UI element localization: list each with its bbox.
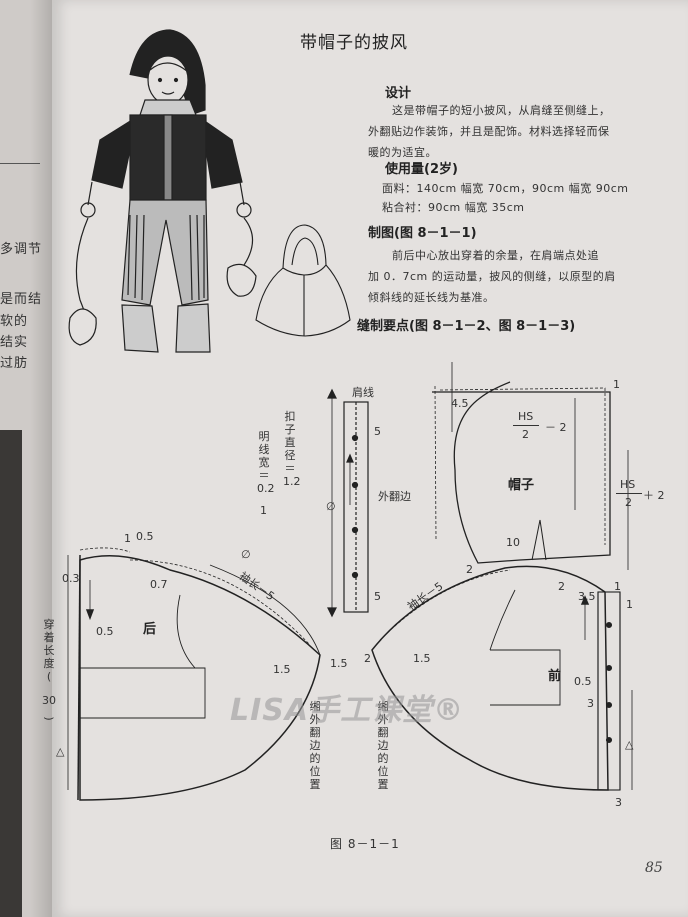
design-heading: 设计 xyxy=(385,86,412,101)
length-value: 30 xyxy=(42,694,56,707)
dim-1-5-right: 1.5 xyxy=(413,652,431,665)
stitch-width-label: 明线宽＝0.2 xyxy=(257,430,275,495)
label-5b: 5 xyxy=(374,590,381,603)
left-page-line: 结实 xyxy=(0,335,29,350)
dim-10: 10 xyxy=(506,536,520,549)
triangle-mark-2: △ xyxy=(625,738,634,751)
dim-4-5: 4.5 xyxy=(451,397,469,410)
shoulder-line-label: 肩线 xyxy=(352,386,374,399)
cape-illustration xyxy=(255,224,351,337)
dim-0-7: 0.7 xyxy=(150,578,168,591)
dim-1-top: 1 xyxy=(613,378,620,391)
watermark: LISA手工课堂® xyxy=(230,693,465,728)
hood-pattern xyxy=(432,362,629,570)
usage-heading: 使用量(2岁) xyxy=(385,162,458,177)
dim-1-5-mid: 1.5 xyxy=(330,657,348,670)
dim-3-5: 3.5 xyxy=(578,590,596,603)
button-diameter-label: 扣子直径＝1.2 xyxy=(283,410,301,488)
left-page-line: 是而结 xyxy=(0,292,43,307)
dim-2-mid: 2 xyxy=(364,652,371,665)
left-page-line: 多调节 xyxy=(0,242,43,257)
design-line: 外翻贴边作装饰，并且是配饰。材料选择轻而保 xyxy=(368,125,610,138)
hs-top-fraction-bar xyxy=(513,425,539,426)
front-pattern xyxy=(371,565,633,791)
drafting-line: 倾斜线的延长线为基准。 xyxy=(368,291,495,304)
phi-symbol-2: ∅ xyxy=(241,548,251,561)
left-page-line: 过肪 xyxy=(0,356,29,371)
usage-interfacing: 粘合衬：90cm 幅宽 35cm xyxy=(382,201,525,214)
drafting-line: 前后中心放出穿着的余量，在肩端点处追 xyxy=(392,249,599,262)
dim-0-3: 0.3 xyxy=(62,572,80,585)
back-label: 后 xyxy=(143,622,157,637)
hs-top-denom: 2 xyxy=(522,428,529,441)
length-close: ) xyxy=(42,716,56,721)
facing-position-right: 缃外翻边的位置 xyxy=(377,700,389,791)
dim-3-bottom: 3 xyxy=(615,796,622,809)
phi-symbol: ∅ xyxy=(326,500,336,513)
sewing-heading: 缝制要点(图 8－1－2、图 8－1－3) xyxy=(357,319,576,334)
triangle-mark: △ xyxy=(56,745,65,758)
design-line: 暖的为适宜。 xyxy=(368,146,437,159)
dim-2-front-neck: 2 xyxy=(558,580,565,593)
dim-0-5-back-top: 0.5 xyxy=(136,530,154,543)
dim-1-back: 1 xyxy=(124,532,131,545)
hs-top-minus: － 2 xyxy=(545,421,567,434)
drafting-line: 加 0．7cm 的运动量，披风的侧缝，以原型的肩 xyxy=(368,270,616,283)
length-label: 穿着长度( xyxy=(43,618,55,683)
usage-fabric: 面料：140cm 幅宽 70cm，90cm 幅宽 90cm xyxy=(382,182,629,195)
hs-right-denom: 2 xyxy=(625,496,632,509)
hood-label: 帽子 xyxy=(508,478,535,493)
design-line: 这是带帽子的短小披风，从肩缝至侧缝上， xyxy=(392,104,611,117)
hs-right-plus: ＋ 2 xyxy=(643,489,665,502)
label-5a: 5 xyxy=(374,425,381,438)
figure-caption: 图 8－1－1 xyxy=(330,837,400,851)
left-page-photo xyxy=(0,430,22,917)
outer-facing-label: 外翻边 xyxy=(378,490,411,503)
dim-3-front: 3 xyxy=(587,697,594,710)
drafting-heading: 制图(图 8－1－1) xyxy=(368,226,477,241)
left-page: 多调节 是而结 软的 结实 过肪 xyxy=(0,0,58,917)
hs-top: HS xyxy=(518,410,534,423)
hs-right: HS xyxy=(620,478,636,491)
left-page-line: 软的 xyxy=(0,314,29,329)
dim-0-5-front: 0.5 xyxy=(574,675,592,688)
dim-1-front: 1 xyxy=(626,598,633,611)
dim-0-5-back: 0.5 xyxy=(96,625,114,638)
left-page-rule xyxy=(0,163,40,164)
page-number: 85 xyxy=(645,860,663,876)
facing-strip xyxy=(327,388,369,618)
stitch-width-note: 1 xyxy=(260,504,267,517)
dim-2-hood: 2 xyxy=(466,563,473,576)
front-label: 前 xyxy=(548,669,562,684)
hs-right-fraction-bar xyxy=(616,493,642,494)
child-illustration xyxy=(68,29,257,353)
back-pattern xyxy=(67,547,321,801)
facing-position-left: 缃外翻边的位置 xyxy=(309,700,321,791)
page-title: 带帽子的披风 xyxy=(300,33,408,53)
dim-1-hood-right: 1 xyxy=(614,580,621,593)
dim-1-5-left: 1.5 xyxy=(273,663,291,676)
